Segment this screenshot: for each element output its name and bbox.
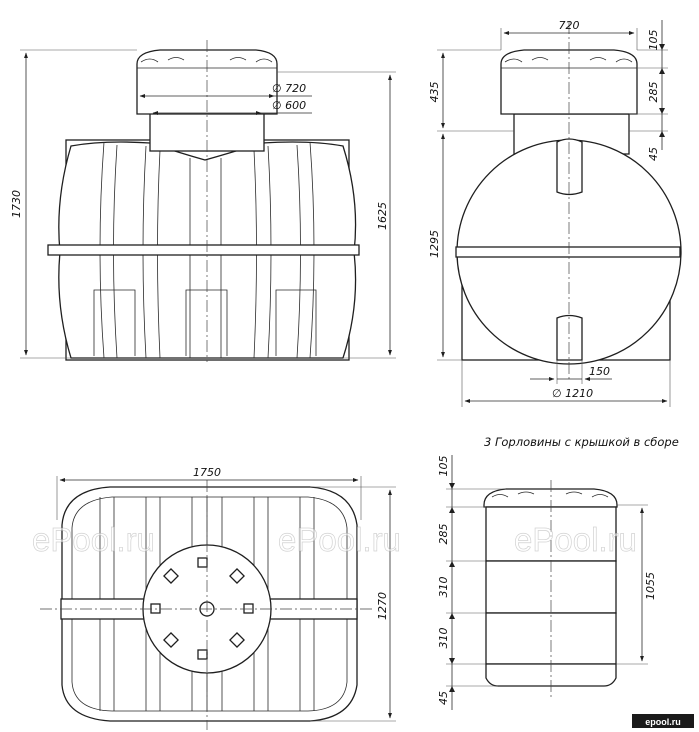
side-upper-pipe: [556, 138, 583, 196]
side-pipe-width: 150: [589, 365, 610, 378]
side-lid-height: 105: [647, 30, 660, 51]
side-tank-height: 1295: [428, 230, 441, 258]
neck-lid: [483, 488, 618, 508]
neck-total-height: 1055: [644, 572, 657, 600]
neck-section-3-height: 310: [437, 628, 450, 649]
watermark-right: ePool.ru: [514, 521, 637, 558]
neck-base-height: 45: [437, 691, 450, 705]
side-lower-pipe: [556, 314, 583, 361]
neck-assembly-view: 105 285 310 310 45 1055: [437, 455, 657, 710]
front-neck-outer-diameter: ∅ 720: [272, 82, 306, 95]
front-neck-inner-diameter: ∅ 600: [272, 99, 306, 112]
side-lid-width: 720: [559, 19, 580, 32]
side-neck-height: 285: [647, 82, 660, 103]
top-view: 1750 1270: [40, 466, 396, 730]
corner-logo-bg: [632, 714, 694, 728]
corner-logo: epool.ru: [645, 717, 681, 727]
neck-section-1-height: 285: [437, 524, 450, 545]
top-length: 1750: [193, 466, 221, 479]
front-total-height: 1730: [10, 190, 23, 218]
side-neck-total: 435: [428, 82, 441, 103]
neck-section-2-height: 310: [437, 577, 450, 598]
top-width: 1270: [376, 592, 389, 620]
front-view: 1730 1625 ∅ 720 ∅ 600: [10, 40, 396, 362]
front-body-height: 1625: [376, 202, 389, 230]
neck-assembly-caption: 3 Горловины с крышкой в сборе: [484, 435, 679, 449]
top-lid-vents: [150, 557, 254, 660]
watermark-left: ePool.ru: [32, 521, 155, 558]
side-view: 720 105 285 45 435 1295 150 ∅ 1210: [428, 19, 682, 407]
neck-lid-height: 105: [437, 456, 450, 477]
front-belt: [47, 244, 360, 256]
side-belt: [455, 246, 681, 258]
side-neck-offset: 45: [647, 147, 660, 161]
side-tank-diameter: ∅ 1210: [552, 387, 593, 400]
watermark-center: ePool.ru: [278, 521, 401, 558]
